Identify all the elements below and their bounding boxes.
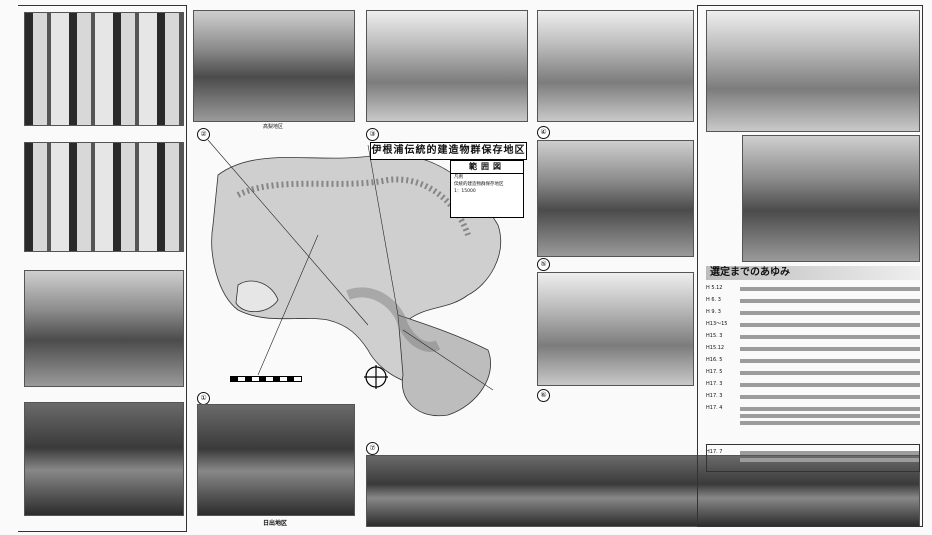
- photo-top-3: [366, 10, 528, 122]
- timeline-heading: 選定までのあゆみ: [706, 266, 920, 280]
- timeline-text: [740, 451, 920, 465]
- timeline-date: H16. 5: [706, 357, 723, 363]
- timeline-date: H17. 4: [706, 405, 723, 411]
- photo-mid-5: [537, 272, 694, 386]
- legend-line-2: 伝統的建造物群保存地区: [454, 182, 504, 187]
- timeline-text: [740, 371, 920, 375]
- district-map: [207, 139, 502, 417]
- timeline-row: H15.12: [706, 344, 920, 353]
- timeline-row: H16. 5: [706, 356, 920, 365]
- timeline-row: H17. 3: [706, 380, 920, 389]
- timeline-row: H15. 3: [706, 332, 920, 341]
- timeline-date: H17. 5: [706, 369, 723, 375]
- photo-top-2: [193, 10, 355, 122]
- timeline-row: H17. 7: [706, 448, 920, 468]
- photo-interior-1: [24, 12, 184, 126]
- timeline-row: H13〜15: [706, 320, 920, 329]
- photo-right-festival: [742, 135, 920, 262]
- timeline-date: H15.12: [706, 345, 725, 351]
- timeline-row: H 9. 3: [706, 308, 920, 317]
- timeline-text: [740, 383, 920, 387]
- timeline-text: [740, 347, 920, 351]
- photo-street-left4: [24, 402, 184, 516]
- timeline-row: H17. 5: [706, 368, 920, 377]
- photo-boathouse-left3: [24, 270, 184, 387]
- legend-title: 範囲図: [451, 161, 523, 174]
- photo-interior-2: [24, 142, 184, 252]
- marker-2: ②: [197, 128, 210, 141]
- photo-right-top: [706, 10, 920, 132]
- timeline-text: [740, 323, 920, 327]
- photo-panorama: [366, 455, 920, 527]
- left-photo-panel: [18, 5, 187, 532]
- timeline-text: [740, 299, 920, 303]
- timeline-row: H17. 4: [706, 404, 920, 428]
- timeline-date: H17. 3: [706, 381, 723, 387]
- photo-top-4: [537, 10, 694, 122]
- timeline-row: H17. 3: [706, 392, 920, 401]
- photo-caption-bottom-left: 日出地区: [262, 520, 287, 527]
- photo-caption-top2: 高梨地区: [262, 124, 283, 130]
- timeline-date: H17. 7: [706, 449, 723, 455]
- timeline-text: [740, 407, 920, 427]
- timeline-text: [740, 311, 920, 315]
- timeline-date: H 5.12: [706, 285, 723, 291]
- right-panel: [697, 5, 923, 527]
- legend-line-4: 1：15000: [454, 189, 476, 194]
- marker-4: ④: [537, 126, 550, 139]
- photo-mid-4: [537, 140, 694, 257]
- map-legend: 範囲図 凡例 伝統的建造物群保存地区 1：15000: [450, 160, 524, 218]
- timeline-date: H 6. 3: [706, 297, 721, 303]
- marker-5: ⑤: [537, 258, 550, 271]
- map-title: 伊根浦伝統的建造物群保存地区: [370, 142, 527, 160]
- timeline-date: H17. 3: [706, 393, 723, 399]
- timeline-row: H 6. 3: [706, 296, 920, 305]
- timeline-text: [740, 395, 920, 399]
- timeline-text: [740, 335, 920, 339]
- timeline-date: H 9. 3: [706, 309, 721, 315]
- scale-bar: [230, 376, 302, 382]
- legend-line-1: 凡例: [454, 175, 463, 180]
- timeline-text: [740, 287, 920, 291]
- marker-3: ③: [366, 128, 379, 141]
- marker-6: ⑥: [537, 389, 550, 402]
- timeline-text: [740, 359, 920, 363]
- timeline-date: H13〜15: [706, 321, 728, 327]
- marker-7: ⑦: [366, 442, 379, 455]
- timeline-final-box: [706, 444, 920, 472]
- timeline-date: H15. 3: [706, 333, 723, 339]
- photo-bottom-left: [197, 404, 355, 516]
- timeline-row: H 5.12: [706, 284, 920, 293]
